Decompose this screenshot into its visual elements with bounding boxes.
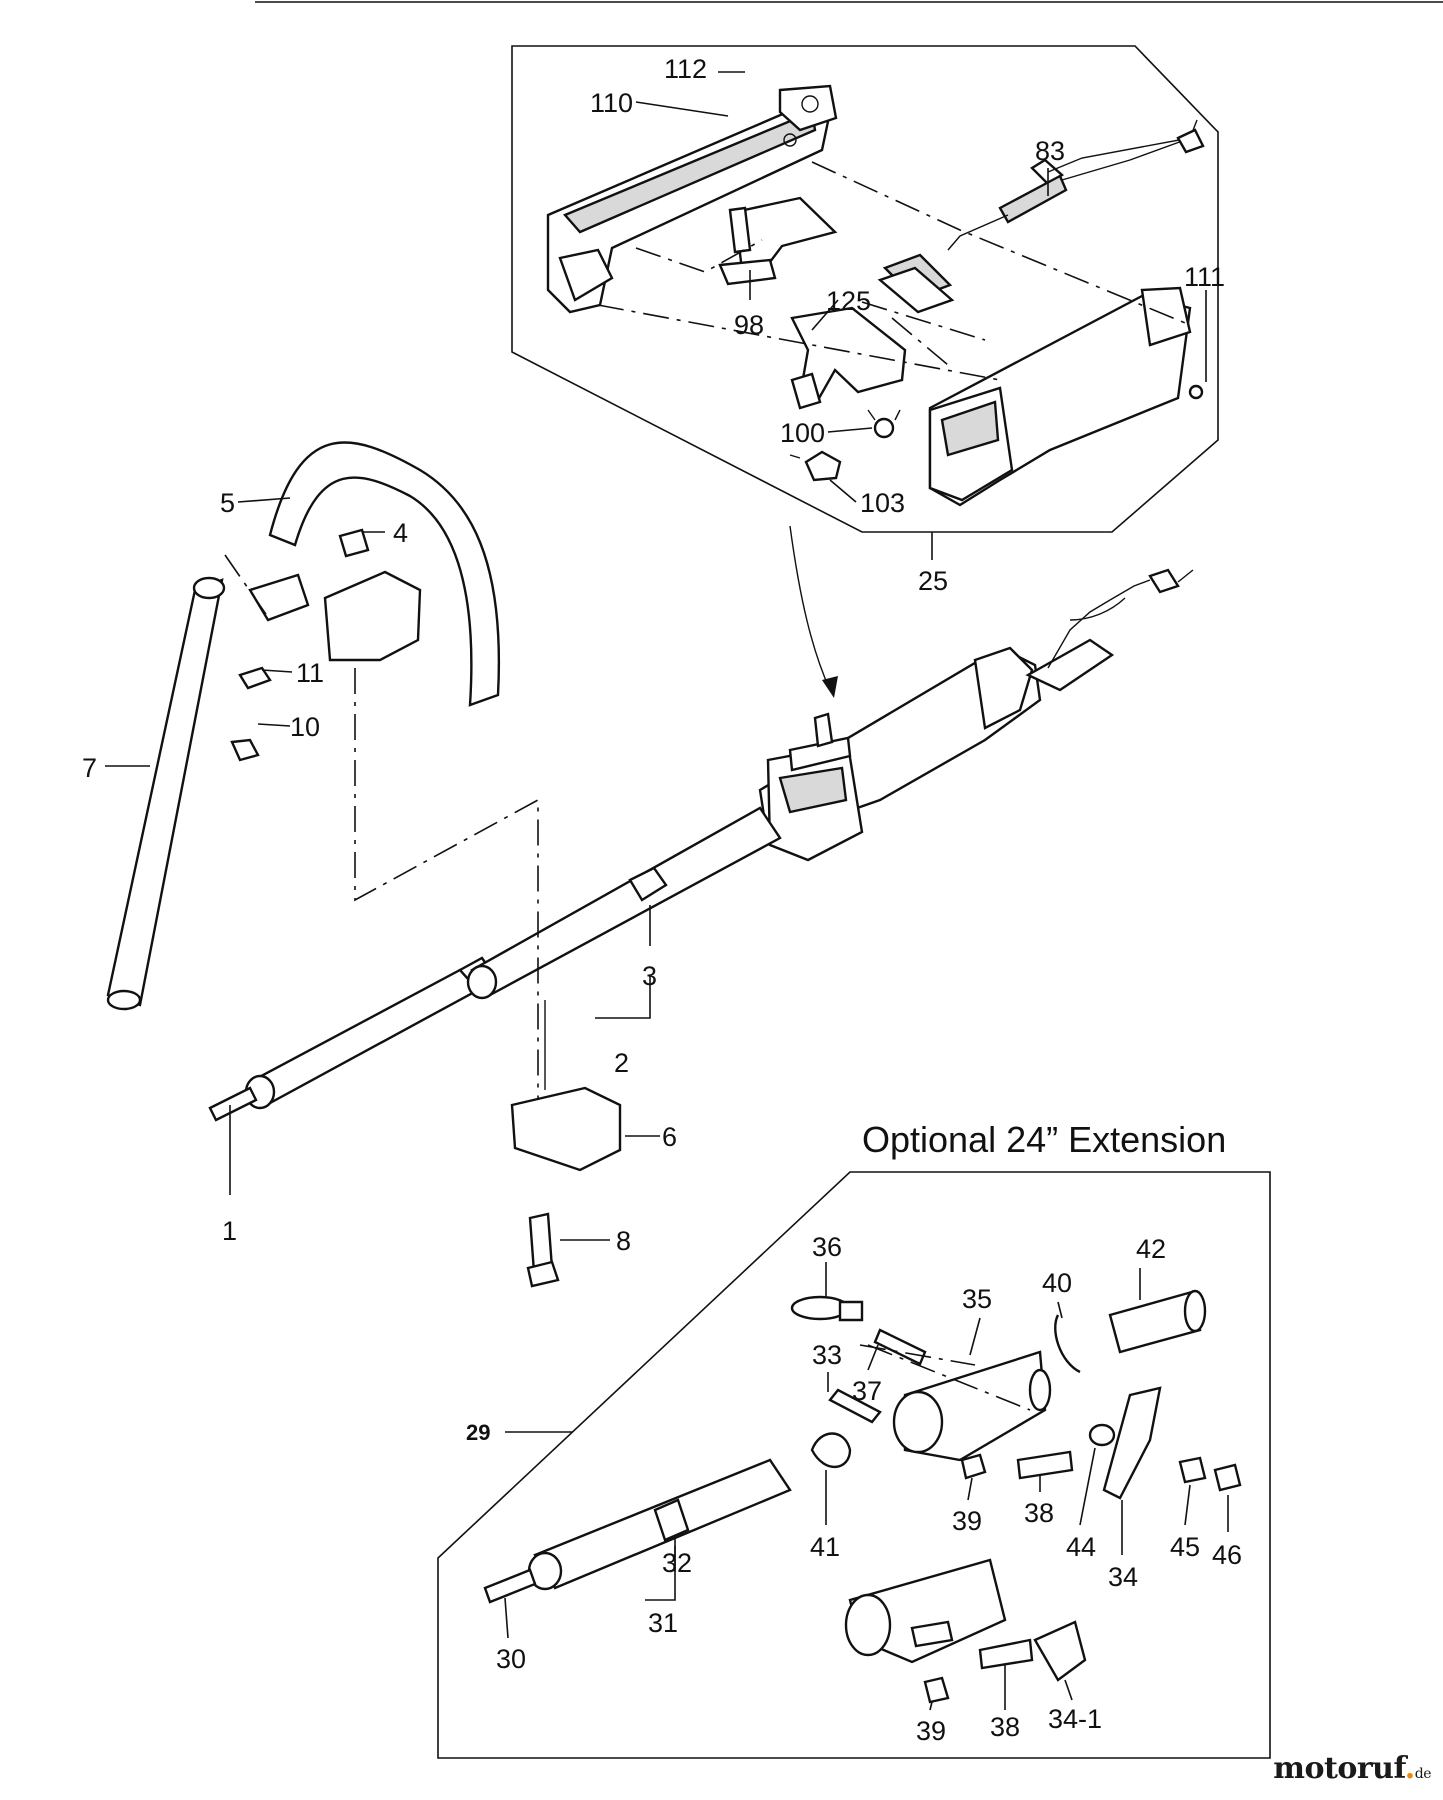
label-30: 30	[496, 1644, 526, 1674]
label-37: 37	[852, 1376, 882, 1406]
label-4: 4	[393, 518, 408, 548]
watermark-dot: .	[1404, 1751, 1415, 1786]
label-3: 3	[642, 961, 657, 991]
label-29: 29	[466, 1420, 490, 1445]
leader-110	[635, 101, 729, 117]
leader-35	[969, 1317, 981, 1356]
handle-kit-frame	[511, 45, 1219, 533]
label-31: 31	[648, 1608, 678, 1638]
leader-5	[237, 497, 291, 503]
assembly-line-g	[354, 668, 539, 1100]
assembly-arrow	[789, 525, 831, 691]
label-2: 2	[614, 1048, 629, 1078]
label-39a: 39	[952, 1506, 982, 1536]
label-5: 5	[220, 488, 235, 518]
grip	[106, 576, 226, 1011]
label-125: 125	[826, 286, 871, 316]
leader-45	[1184, 1484, 1191, 1526]
label-34-1: 34-1	[1048, 1704, 1102, 1734]
label-46: 46	[1212, 1540, 1242, 1570]
watermark-name: motoruf	[1273, 1751, 1405, 1786]
assembly-line-b	[811, 161, 1191, 326]
label-44: 44	[1066, 1532, 1096, 1562]
label-40: 40	[1042, 1268, 1072, 1298]
label-112: 112	[664, 54, 707, 84]
leader-100	[827, 427, 873, 433]
label-33: 33	[812, 1340, 842, 1370]
ignition-switch	[877, 253, 955, 314]
watermark-logo: motoruf.de	[1273, 1751, 1431, 1786]
handle-housing-bottom	[928, 286, 1204, 507]
label-41: 41	[810, 1532, 840, 1562]
trigger-lock	[790, 306, 907, 410]
label-25: 25	[918, 566, 948, 596]
throttle-cable	[947, 119, 1205, 251]
assembly-line-e	[891, 317, 949, 366]
label-8: 8	[616, 1226, 631, 1256]
label-98: 98	[734, 310, 764, 340]
callout-labels: 112 110 83 98 125 111 100 103 25 5 4 11 …	[82, 54, 1242, 1746]
label-42: 42	[1136, 1234, 1166, 1264]
label-34: 34	[1108, 1562, 1138, 1592]
handle-bar	[268, 441, 501, 707]
label-103: 103	[860, 488, 905, 518]
leader-39a	[967, 1477, 973, 1501]
label-83: 83	[1035, 136, 1065, 166]
assembly-arrow-head	[822, 676, 838, 698]
leader-11	[261, 669, 293, 673]
handle-housing-top	[546, 84, 838, 314]
label-11: 11	[296, 658, 324, 688]
extension-parts	[483, 1289, 1242, 1704]
label-1: 1	[222, 1216, 237, 1246]
assembly-line-d	[861, 301, 986, 341]
clamp-upper	[230, 528, 422, 762]
assembly-line-i	[867, 1344, 1031, 1411]
drive-shaft	[208, 806, 782, 1122]
leader-10	[257, 723, 291, 727]
leader-39b	[929, 1701, 933, 1711]
label-45: 45	[1170, 1532, 1200, 1562]
leader-125	[811, 299, 839, 331]
label-6: 6	[662, 1122, 677, 1152]
watermark-tld: de	[1414, 1766, 1432, 1782]
extension-title: Optional 24” Extension	[862, 1119, 1226, 1160]
leader-2	[595, 975, 651, 1019]
spring-and-screw	[789, 409, 901, 482]
leader-44	[1079, 1447, 1096, 1526]
throttle-lever	[718, 196, 838, 286]
extension-kit-frame	[437, 1171, 1271, 1759]
leader-34-1	[1064, 1679, 1073, 1701]
label-110: 110	[590, 88, 633, 118]
clamp-lower	[510, 1086, 622, 1288]
label-100: 100	[780, 418, 825, 448]
assembly-line-a	[635, 239, 763, 273]
label-38a: 38	[1024, 1498, 1054, 1528]
label-111: 111	[1184, 262, 1225, 292]
label-10: 10	[290, 712, 320, 742]
leader-40	[1057, 1301, 1063, 1319]
label-32: 32	[662, 1548, 692, 1578]
label-35: 35	[962, 1284, 992, 1314]
leader-103	[829, 479, 857, 503]
leader-30	[504, 1597, 509, 1639]
assembly-line-j	[859, 1344, 976, 1366]
label-36: 36	[812, 1232, 842, 1262]
assembly-line-f	[224, 554, 271, 621]
assembled-handle	[758, 568, 1194, 862]
assembly-line-c	[597, 304, 1001, 381]
leader-37	[867, 1344, 879, 1371]
label-39b: 39	[916, 1716, 946, 1746]
label-38b: 38	[990, 1712, 1020, 1742]
label-7: 7	[82, 753, 97, 783]
